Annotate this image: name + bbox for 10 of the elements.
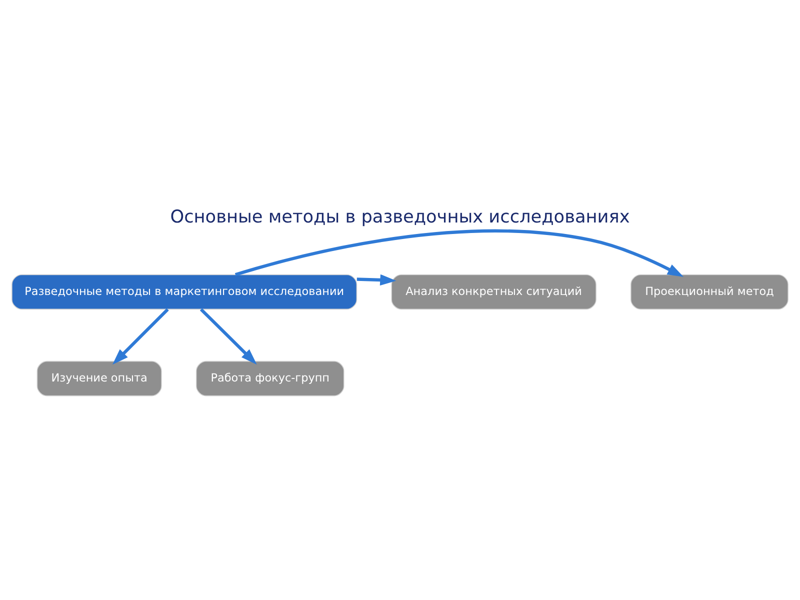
arrow xyxy=(356,274,396,286)
arrow xyxy=(200,308,257,364)
node-box: Изучение опыта xyxy=(36,360,162,396)
node-box: Анализ конкретных ситуаций xyxy=(391,274,596,310)
node-box: Проекционный метод xyxy=(630,274,788,310)
node-box: Разведочные методы в маркетинговом исследовании xyxy=(12,274,358,310)
node-box: Работа фокус-групп xyxy=(196,360,344,396)
arrow xyxy=(234,228,684,276)
arrow xyxy=(112,308,169,364)
diagram-title: Основные методы в разведочных исследованиях xyxy=(170,207,630,228)
